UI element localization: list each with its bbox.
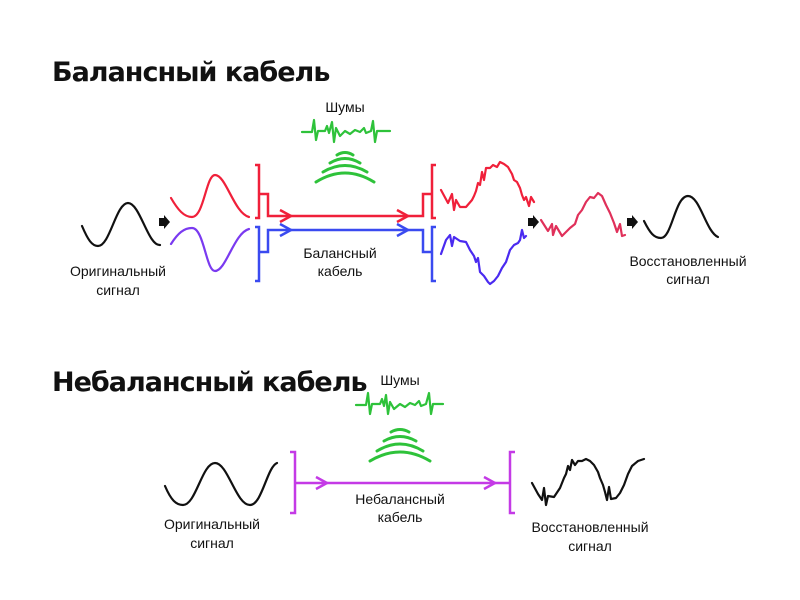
unbalanced-recovered-label-1: Восстановленный: [531, 519, 648, 535]
noisy-recovered-wave: [530, 457, 646, 507]
unbalanced-noise-label: Шумы: [380, 372, 419, 388]
balanced-original-label-2: сигнал: [96, 282, 140, 298]
noise-waves-icon: [314, 151, 376, 184]
noisy-positive-wave: [439, 160, 536, 212]
balanced-recovered-label-2: сигнал: [666, 271, 710, 287]
summed-signal-wave: [539, 191, 627, 238]
noise-waves-icon: [368, 428, 432, 463]
noise-waveform-icon: [354, 391, 445, 416]
arrow-right-icon: [627, 215, 638, 229]
negative-signal-wave: [169, 226, 251, 273]
unbalanced-cable-label-1: Небалансный: [355, 491, 445, 507]
unbalanced-title: Небалансный кабель: [52, 367, 367, 398]
balanced-noise-label: Шумы: [325, 99, 364, 115]
negative-conductor: [255, 222, 436, 283]
noisy-negative-wave: [439, 228, 528, 286]
balanced-recovered-label-1: Восстановленный: [629, 253, 746, 269]
positive-signal-wave: [169, 173, 251, 219]
unbalanced-conductor: [290, 450, 515, 515]
original-signal-wave: [163, 461, 279, 507]
noise-waveform-icon: [300, 118, 392, 144]
positive-conductor: [255, 163, 436, 224]
recovered-signal-wave: [642, 194, 720, 240]
unbalanced-original-label-1: Оригинальный: [164, 516, 260, 532]
balanced-cable-label-2: кабель: [318, 263, 363, 279]
unbalanced-original-label-2: сигнал: [190, 535, 234, 551]
balanced-title: Балансный кабель: [52, 57, 329, 88]
balanced-original-label-1: Оригинальный: [70, 263, 166, 279]
balanced-cable-label-1: Балансный: [303, 245, 376, 261]
arrow-right-icon: [528, 215, 539, 229]
unbalanced-cable-label-2: кабель: [378, 509, 423, 525]
original-signal-wave: [80, 201, 162, 248]
unbalanced-recovered-label-2: сигнал: [568, 538, 612, 554]
arrow-right-icon: [159, 215, 170, 229]
